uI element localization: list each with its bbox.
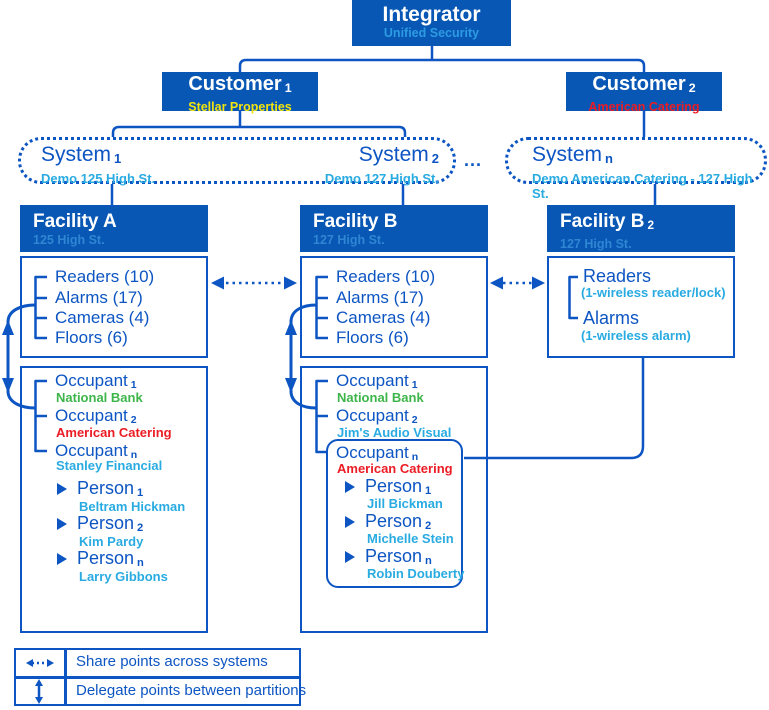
facility-a-header: Facility A 125 High St. (20, 205, 208, 252)
device-item: Floors (6) (55, 328, 128, 347)
system-2-subtitle: Demo 127 High St. (324, 171, 439, 187)
integrator-title: Integrator (382, 3, 481, 26)
facility-a-address: 125 High St. (33, 233, 105, 247)
legend-label: Share points across systems (76, 653, 268, 670)
person-name: Jill Bickman (367, 496, 443, 511)
system-1-subtitle: Demo 125 High St. (41, 171, 156, 187)
occupant-company: National Bank (337, 390, 424, 405)
facility-a-occupants-box (20, 366, 208, 633)
device-item: Floors (6) (336, 328, 409, 347)
device-note: (1-wireless reader/lock) (581, 285, 726, 300)
person-name: Beltram Hickman (79, 499, 186, 514)
facility-b-address: 127 High St. (313, 233, 385, 247)
person-marker-icon (345, 516, 355, 528)
facility-b2-address: 127 High St. (560, 237, 632, 252)
device-item: Cameras (4) (336, 308, 431, 327)
delegate-b-up-arrowhead (285, 320, 297, 335)
connector-facility-b2-to-occupant-n (464, 358, 645, 460)
person-name: Robin Douberty (367, 566, 465, 581)
legend-divider-horizontal (14, 676, 301, 679)
occupant-company: National Bank (56, 390, 143, 405)
share-a-b-right-arrowhead (284, 276, 297, 290)
occupant-company: Stanley Financial (56, 458, 163, 473)
person-name: Michelle Stein (367, 531, 454, 546)
device-note: (1-wireless alarm) (581, 328, 691, 343)
device-item: Alarms (583, 308, 640, 328)
device-item: Alarms (17) (55, 288, 143, 307)
facility-a-devices-box (20, 256, 208, 358)
legend-label: Delegate points between partitions (76, 682, 307, 699)
facility-b-title: Facility B (313, 211, 398, 232)
integrator-subtitle: Unified Security (383, 26, 480, 40)
device-item: Cameras (4) (55, 308, 150, 327)
delegate-a-down-arrowhead (2, 378, 14, 393)
share-b-b2-left-arrowhead (490, 276, 503, 290)
person-name: Larry Gibbons (79, 569, 168, 584)
device-item: Readers (10) (55, 267, 155, 286)
person-marker-icon (57, 483, 67, 495)
facility-b-occupant-n-highlight-box (326, 439, 463, 588)
delegate-a-up-arrowhead (2, 320, 14, 335)
delegate-b-down-arrowhead (285, 378, 297, 393)
share-a-b-left-arrowhead (211, 276, 224, 290)
person-name: Kim Pardy (79, 534, 144, 549)
facility-b-header: Facility B 127 High St. (300, 205, 488, 252)
person-marker-icon (57, 518, 67, 530)
facility-a-title: Facility A (33, 211, 117, 232)
connector-customer1-to-systems (111, 125, 407, 137)
device-item: Alarms (17) (336, 288, 424, 307)
system-n-subtitle: Demo American Catering - 127 High St. (532, 171, 753, 202)
person-marker-icon (345, 481, 355, 493)
person-marker-icon (57, 553, 67, 565)
facility-b-devices-box (300, 256, 488, 358)
device-item: Readers (583, 266, 652, 286)
occupant-company: American Catering (337, 461, 453, 476)
customer-2-company: American Catering (588, 100, 700, 115)
customer-1-company: Stellar Properties (188, 100, 292, 115)
connector-integrator-to-customers (238, 58, 646, 72)
systems-ellipsis: ... (464, 150, 483, 170)
integrator-node: Integrator Unified Security (352, 0, 511, 46)
facility-b2-devices-box (547, 256, 735, 358)
delegate-vertical-arrow-icon (35, 679, 43, 704)
person-marker-icon (345, 551, 355, 563)
occupant-company: American Catering (56, 425, 172, 440)
occupant-company: Jim's Audio Visual (337, 425, 452, 440)
share-b-b2-right-arrowhead (532, 276, 545, 290)
device-item: Readers (10) (336, 267, 436, 286)
share-dotted-arrow-icon (26, 659, 54, 667)
